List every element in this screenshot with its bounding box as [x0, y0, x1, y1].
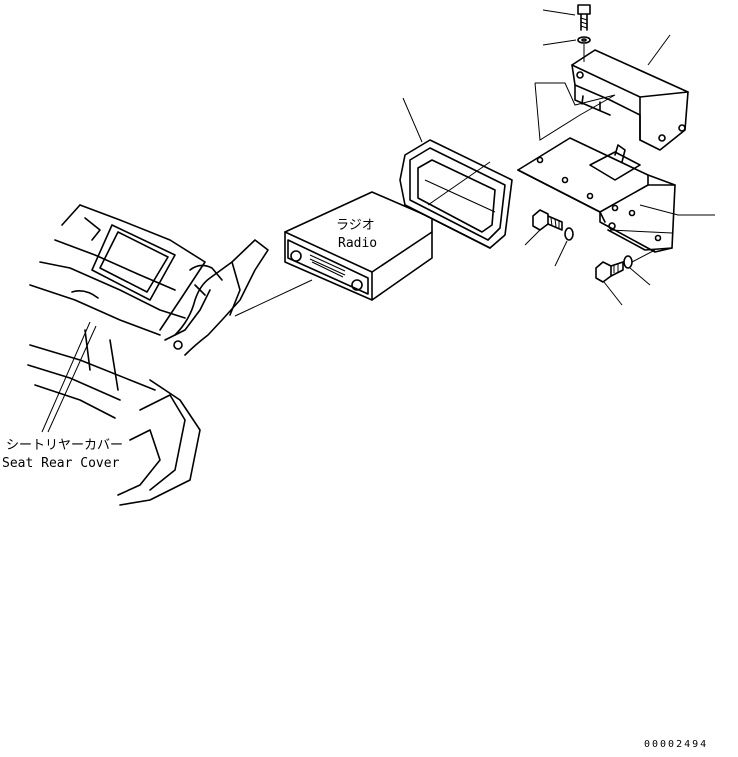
radio-unit — [284, 191, 433, 301]
washer-b — [623, 255, 633, 269]
washer-b-leader — [629, 267, 651, 286]
bolt-a — [532, 209, 563, 231]
seat-cover-label-jp: シートリヤーカバー — [6, 438, 123, 453]
bolt-b-leader — [603, 281, 623, 306]
top-bolt — [577, 4, 591, 31]
top-washer — [577, 36, 591, 44]
cover-leader — [647, 34, 671, 66]
drawing-number: 00002494 — [644, 739, 708, 750]
top-bolt-leader — [542, 9, 576, 16]
bolt-b — [595, 261, 624, 283]
bezel-leader — [402, 97, 423, 143]
seat-cover-leader — [41, 321, 91, 433]
bezel-mount-line — [427, 161, 491, 206]
bracket-cover — [571, 49, 689, 151]
bracket-leader — [639, 204, 715, 216]
washer-a-leader — [554, 240, 568, 267]
washer-a — [564, 227, 574, 241]
radio-bezel — [399, 139, 513, 249]
seat-cover-label-en: Seat Rear Cover — [2, 456, 120, 471]
radio-mount-line — [234, 279, 313, 317]
top-washer-leader — [542, 39, 577, 46]
bolt-a-leader — [524, 229, 541, 246]
radio-label-en: Radio — [338, 236, 377, 251]
mounting-bracket — [517, 137, 676, 253]
radio-label-jp: ラジオ — [336, 218, 375, 233]
seat-rear-structure — [27, 204, 269, 506]
cover-mount-line — [534, 82, 616, 141]
